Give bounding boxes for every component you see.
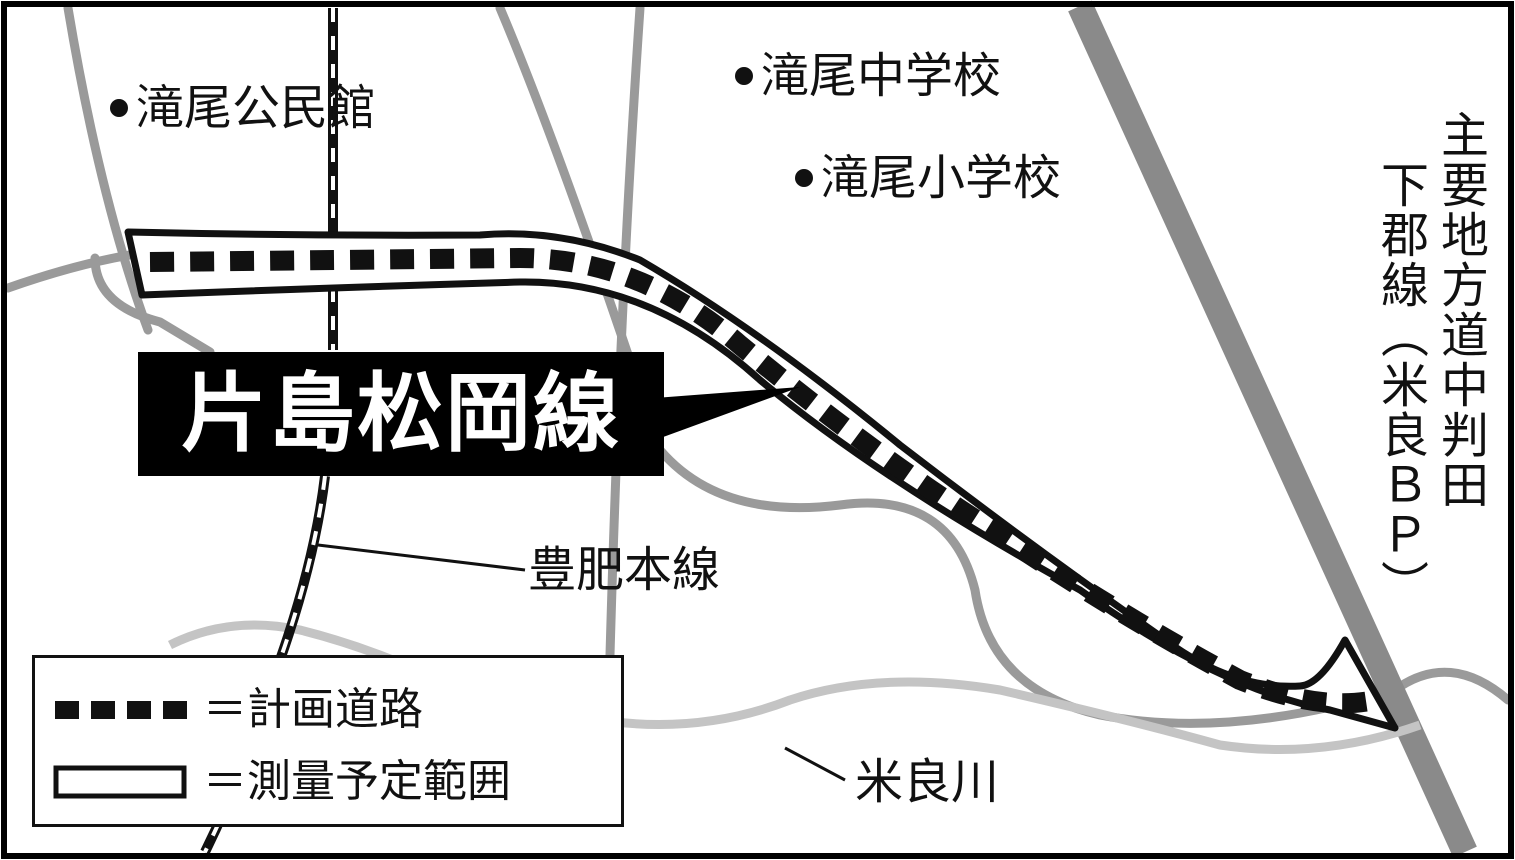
river-leader-line — [784, 746, 846, 782]
major-road-bypass — [1068, 0, 1477, 858]
location-dot-icon — [110, 99, 128, 117]
poi-junior-high: 滝尾中学校 — [735, 48, 1001, 104]
location-dot-icon — [795, 169, 813, 187]
minor-road — [63, 3, 153, 335]
river-label: 米良川 — [855, 754, 1000, 810]
planned-road — [124, 228, 1399, 732]
poi-elementary-label: 滝尾小学校 — [821, 150, 1062, 206]
poi-community-hall: 滝尾公民館 — [110, 80, 376, 136]
bypass-label-line2: 下郡線（米良ＢＰ） — [1372, 160, 1428, 610]
route-title: 片島松岡線 — [138, 352, 664, 476]
survey-area-swatch-icon — [53, 765, 187, 799]
minor-road — [605, 3, 645, 660]
legend-row-planned: ＝計画道路 — [53, 680, 423, 740]
title-callout-tail — [655, 387, 800, 440]
poi-elementary: 滝尾小学校 — [795, 150, 1061, 206]
legend-row-survey: ＝測量予定範囲 — [53, 752, 511, 812]
dashed-road-swatch-icon — [55, 701, 187, 719]
poi-community-hall-label: 滝尾公民館 — [136, 80, 377, 136]
legend-survey-label: ＝測量予定範囲 — [203, 756, 511, 807]
minor-road — [655, 445, 1400, 728]
river-mera — [167, 620, 1422, 754]
minor-road — [1390, 667, 1513, 705]
location-dot-icon — [735, 67, 753, 85]
legend-planned-label: ＝計画道路 — [203, 684, 423, 735]
minor-road — [90, 253, 215, 357]
rail-label: 豊肥本線 — [528, 542, 721, 598]
rail-leader-line — [317, 543, 526, 572]
bypass-label-line1: 主要地方道中判田 — [1432, 110, 1488, 510]
legend: ＝計画道路 ＝測量予定範囲 — [32, 655, 624, 827]
minor-road — [495, 3, 655, 425]
poi-junior-high-label: 滝尾中学校 — [761, 48, 1002, 104]
